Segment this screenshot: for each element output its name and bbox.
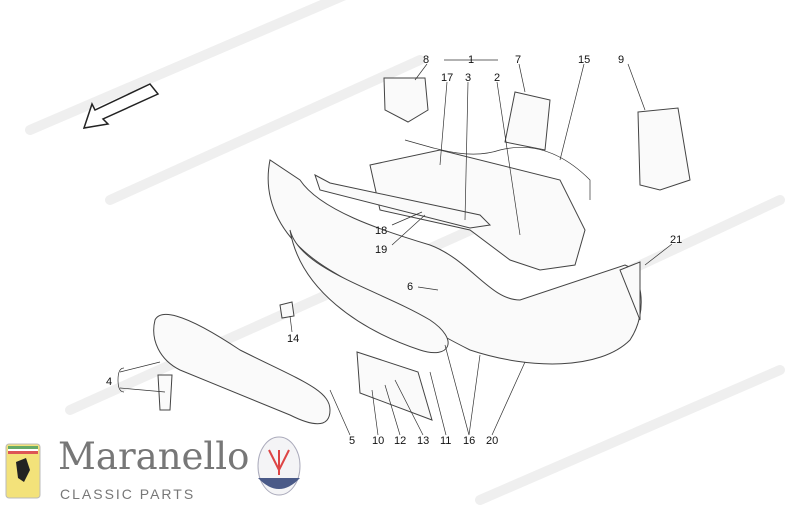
callout-9: 9 <box>618 54 624 66</box>
bumper-assembly <box>153 77 691 425</box>
callout-labels: 8 1 7 15 9 17 3 2 18 19 6 21 14 4 5 10 1… <box>106 54 682 447</box>
callout-3: 3 <box>465 72 471 84</box>
direction-arrow-icon <box>82 83 160 129</box>
callout-12: 12 <box>394 435 406 447</box>
maserati-badge-icon <box>257 436 301 496</box>
logo-title: Maranello <box>58 435 250 478</box>
callout-20: 20 <box>486 435 498 447</box>
callout-7: 7 <box>515 54 521 66</box>
callout-13: 13 <box>417 435 429 447</box>
callout-4-brace <box>117 367 125 393</box>
callout-11: 11 <box>440 435 451 447</box>
leader-lines <box>119 59 673 436</box>
callout-6: 6 <box>407 281 413 293</box>
callout-10: 10 <box>372 435 384 447</box>
callout-18: 18 <box>375 225 387 237</box>
logo-subtitle: CLASSIC PARTS <box>60 486 196 502</box>
callout-5: 5 <box>349 435 355 447</box>
callout-17: 17 <box>441 72 453 84</box>
callout-4: 4 <box>106 376 112 388</box>
callout-19: 19 <box>375 244 387 256</box>
callout-15: 15 <box>578 54 590 66</box>
callout-14: 14 <box>287 333 299 345</box>
callout-8: 8 <box>423 54 429 66</box>
callout-21: 21 <box>670 234 682 246</box>
ferrari-badge-icon <box>5 443 41 499</box>
callout-2: 2 <box>494 72 500 84</box>
callout-1: 1 <box>468 54 474 66</box>
callout-16: 16 <box>463 435 475 447</box>
